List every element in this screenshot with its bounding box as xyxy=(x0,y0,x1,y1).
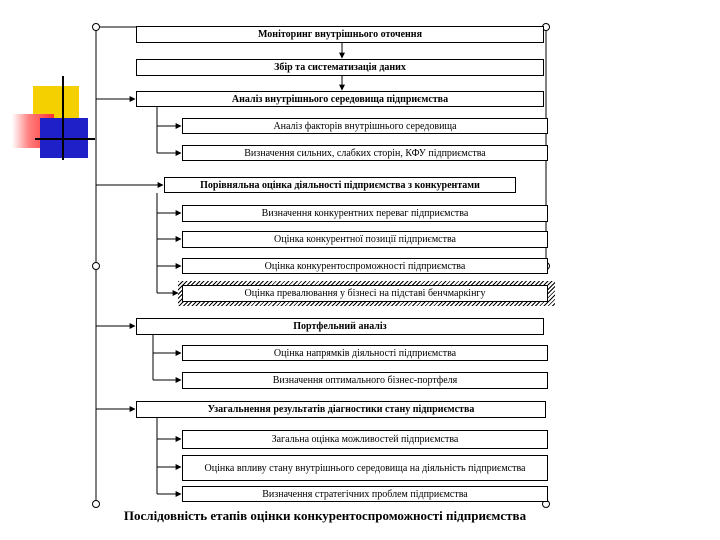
stage-portfolio-analysis: Портфельний аналіз xyxy=(136,318,544,335)
stage-internal-analysis: Аналіз внутрішнього середовища підприємс… xyxy=(136,91,544,107)
step-competitiveness: Оцінка конкурентоспроможності підприємст… xyxy=(182,258,548,274)
diagram-caption: Послідовність етапів оцінки конкурентосп… xyxy=(123,508,527,523)
step-environment-influence: Оцінка впливу стану внутрішнього середов… xyxy=(182,455,548,481)
step-internal-factors: Аналіз факторів внутрішнього середовища xyxy=(182,118,548,134)
step-activity-directions: Оцінка напрямків діяльності підприємства xyxy=(182,345,548,361)
step-benchmarking: Оцінка превалювання у бізнесі на підстав… xyxy=(182,285,548,302)
decor-vertical-line xyxy=(62,76,64,160)
stage-results-generalization: Узагальнення результатів діагностики ста… xyxy=(136,401,546,418)
stage-data-collection: Збір та систематизація даних xyxy=(136,59,544,76)
decor-horizontal-line xyxy=(35,138,95,140)
step-overall-assessment: Загальна оцінка можливостей підприємства xyxy=(182,430,548,449)
step-strengths-weaknesses: Визначення сильних, слабких сторін, КФУ … xyxy=(182,145,548,161)
step-optimal-portfolio: Визначення оптимального бізнес-портфеля xyxy=(182,372,548,389)
stage-comparative-assessment: Порівняльна оцінка діяльності підприємст… xyxy=(164,177,516,193)
step-competitive-advantages: Визначення конкурентних переваг підприєм… xyxy=(182,205,548,222)
step-competitive-position: Оцінка конкурентної позиції підприємства xyxy=(182,231,548,248)
step-strategic-problems: Визначення стратегічних проблем підприєм… xyxy=(182,486,548,502)
stage-monitoring: Моніторинг внутрішнього оточення xyxy=(136,26,544,43)
